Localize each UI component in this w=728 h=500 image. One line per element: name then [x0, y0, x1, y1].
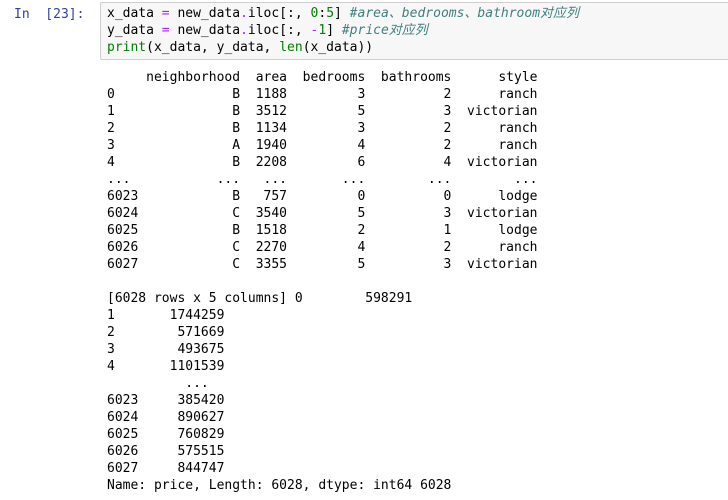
output-blank-line: [107, 273, 537, 290]
code-line-1: x_data = new_data.iloc[:, 0:5] #area、bed…: [107, 6, 579, 21]
input-prompt: In [23]:: [14, 7, 85, 22]
code-token: (x_data)): [302, 40, 374, 55]
code-token: iloc[:,: [247, 23, 311, 38]
output-line: 6024 890627: [107, 410, 225, 425]
output-line: [6028 rows x 5 columns] 0 598291: [107, 291, 413, 306]
output-line: 6023 385420: [107, 393, 225, 408]
code-token: x_data: [107, 6, 162, 21]
code-editor[interactable]: x_data = new_data.iloc[:, 0:5] #area、bed…: [107, 5, 579, 56]
output-line: 1 1744259: [107, 308, 225, 323]
code-comment: #price对应列: [341, 23, 428, 38]
code-token: =: [161, 23, 170, 38]
output-line: ...: [107, 376, 233, 391]
code-token: 5: [326, 6, 335, 21]
output-line: 3 493675: [107, 342, 225, 357]
code-token: .: [240, 23, 248, 38]
code-token: new_data: [169, 6, 241, 21]
output-line: 6027 844747: [107, 461, 225, 476]
output-line: 3 A 1940 4 2 ranch: [107, 138, 538, 153]
output-line: 0 B 1188 3 2 ranch: [107, 87, 538, 102]
output-table-header: neighborhood area bedrooms bathrooms sty…: [107, 70, 538, 85]
code-token: 0: [310, 6, 319, 21]
output-line: 2 571669: [107, 325, 225, 340]
output-line: 6025 B 1518 2 1 lodge: [107, 223, 538, 238]
code-token: new_data: [169, 23, 241, 38]
code-token: len: [279, 40, 303, 55]
code-token: (x_data, y_data,: [146, 40, 280, 55]
code-input-area[interactable]: x_data = new_data.iloc[:, 0:5] #area、bed…: [100, 2, 728, 60]
code-token: y_data: [107, 23, 162, 38]
output-line: 4 1101539: [107, 359, 225, 374]
output-line: 6024 C 3540 5 3 victorian: [107, 206, 538, 221]
code-token: .: [240, 6, 248, 21]
output-line: 2 B 1134 3 2 ranch: [107, 121, 538, 136]
code-comment: #area、bedrooms、bathroom对应列: [349, 6, 580, 21]
code-token: ]: [334, 6, 350, 21]
code-token: =: [161, 6, 170, 21]
output-line: 6025 760829: [107, 427, 225, 442]
code-token: print: [107, 40, 147, 55]
output-line: 6026 C 2270 4 2 ranch: [107, 240, 538, 255]
output-line: 6023 B 757 0 0 lodge: [107, 189, 538, 204]
code-line-3: print(x_data, y_data, len(x_data)): [107, 40, 373, 55]
output-series-footer: Name: price, Length: 6028, dtype: int64 …: [107, 478, 452, 493]
output-line: ... ... ... ... ... ...: [107, 172, 538, 187]
output-line: 6027 C 3355 5 3 victorian: [107, 257, 538, 272]
code-token: ]: [326, 23, 342, 38]
output-line: 1 B 3512 5 3 victorian: [107, 104, 538, 119]
code-token: iloc[:,: [247, 6, 311, 21]
cell-output: neighborhood area bedrooms bathrooms sty…: [107, 69, 537, 494]
output-line: 6026 575515: [107, 444, 225, 459]
code-line-2: y_data = new_data.iloc[:, -1] #price对应列: [107, 23, 428, 38]
code-token: :: [318, 6, 327, 21]
code-token: 1: [318, 23, 327, 38]
code-token: -: [310, 23, 319, 38]
output-line: 4 B 2208 6 4 victorian: [107, 155, 538, 170]
